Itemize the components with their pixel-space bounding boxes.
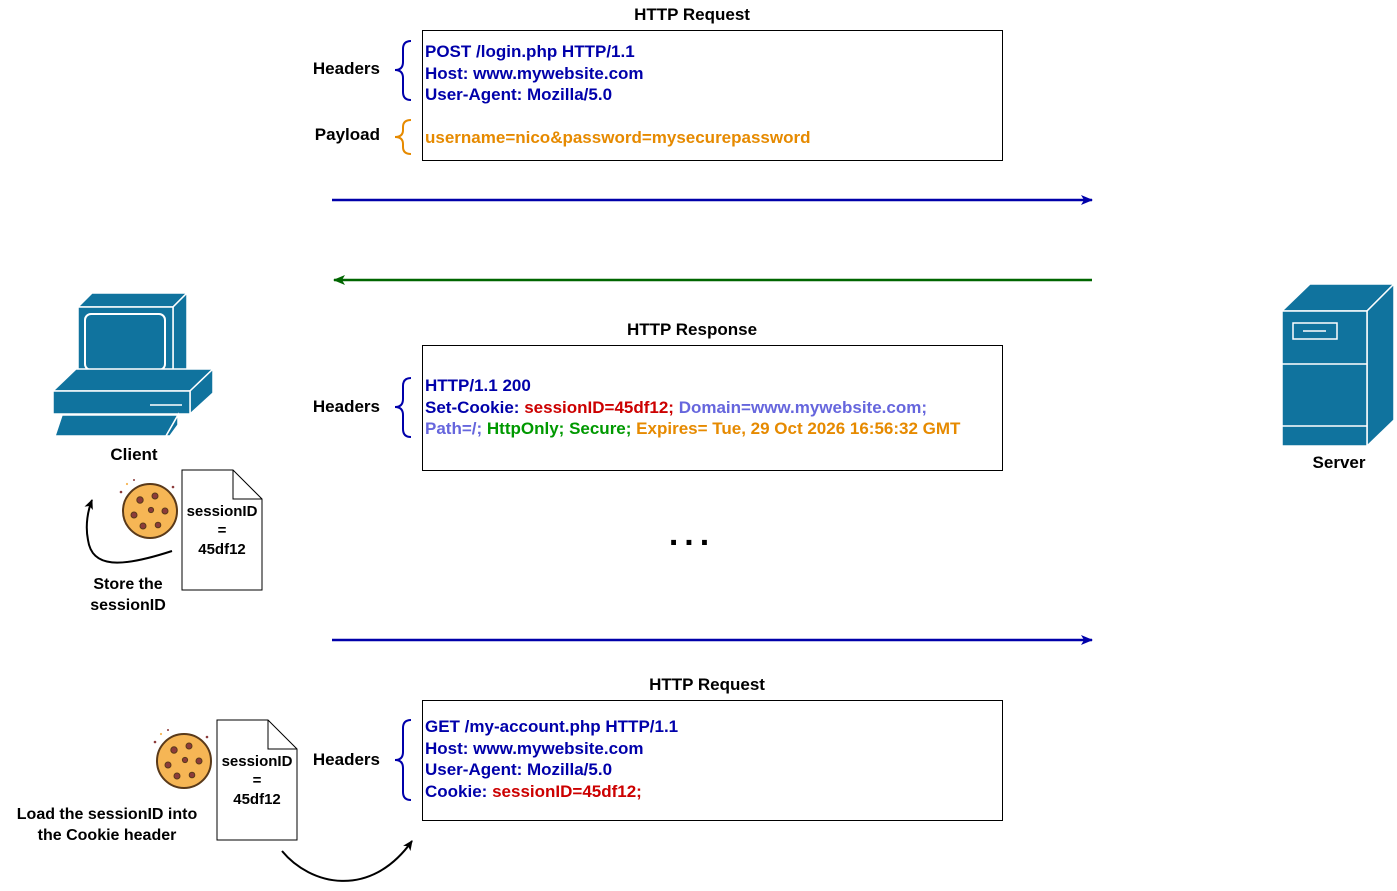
response-cookie-attrs-line: Path=/; HttpOnly; Secure; Expires= Tue, … bbox=[425, 418, 960, 440]
store-caption-line-2: sessionID bbox=[90, 597, 166, 614]
request1-line-method: POST /login.php HTTP/1.1 bbox=[425, 42, 635, 61]
request1-title: HTTP Request bbox=[634, 5, 750, 24]
set-cookie-session: sessionID=45df12; bbox=[524, 397, 674, 417]
ellipsis: ... bbox=[668, 515, 716, 553]
load-curve-arrow bbox=[281, 840, 413, 882]
cookie-key: Cookie: bbox=[425, 781, 488, 801]
set-cookie-path: Path=/; bbox=[425, 419, 483, 438]
cookie-icon-store bbox=[119, 479, 178, 539]
document-icon-load bbox=[216, 719, 298, 841]
store-doc-text: sessionID = 45df12 bbox=[182, 502, 262, 559]
store-doc-line-2: = bbox=[217, 522, 227, 539]
request2-cookie-line: Cookie: sessionID=45df12; bbox=[425, 781, 642, 803]
request2-line-host: Host: www.mywebsite.com bbox=[425, 738, 644, 758]
load-caption-line-1: Load the sessionID into bbox=[16, 806, 198, 823]
set-cookie-key: Set-Cookie: bbox=[425, 397, 520, 417]
load-doc-text: sessionID = 45df12 bbox=[217, 752, 297, 809]
document-icon-store bbox=[181, 469, 263, 591]
set-cookie-domain: Domain=www.mywebsite.com; bbox=[678, 397, 927, 417]
load-doc-line-3: 45df12 bbox=[233, 791, 281, 808]
request1-payload: username=nico&password=mysecurepassword bbox=[425, 128, 811, 147]
set-cookie-expires: Expires= Tue, 29 Oct 2026 16:56:32 GMT bbox=[636, 419, 961, 438]
request1-headers-label: Headers bbox=[312, 59, 380, 78]
request1-line-host: Host: www.mywebsite.com bbox=[425, 63, 644, 83]
client-computer-icon bbox=[51, 291, 215, 437]
brace-headers-request1 bbox=[394, 40, 412, 101]
request1-line-useragent: User-Agent: Mozilla/5.0 bbox=[425, 85, 613, 104]
response-status-line: HTTP/1.1 200 bbox=[425, 376, 531, 395]
load-doc-line-1: sessionID bbox=[221, 753, 293, 770]
server-label: Server bbox=[1312, 453, 1366, 472]
request1-payload-label: Payload bbox=[314, 125, 380, 144]
request2-line-method: GET /my-account.php HTTP/1.1 bbox=[425, 717, 679, 736]
cookie-value: sessionID=45df12; bbox=[492, 781, 642, 801]
set-cookie-httponly: HttpOnly; bbox=[486, 419, 565, 438]
store-doc-line-1: sessionID bbox=[186, 503, 258, 520]
load-caption-line-2: the Cookie header bbox=[37, 827, 177, 844]
brace-headers-request2 bbox=[394, 719, 412, 801]
client-label: Client bbox=[110, 445, 158, 464]
request2-box: GET /my-account.php HTTP/1.1 Host: www.m… bbox=[422, 700, 1003, 821]
response-title: HTTP Response bbox=[626, 320, 758, 339]
request2-title: HTTP Request bbox=[649, 675, 765, 694]
request2-line-useragent: User-Agent: Mozilla/5.0 bbox=[425, 760, 613, 779]
request2-headers-label: Headers bbox=[312, 750, 380, 769]
store-caption-line-1: Store the bbox=[93, 576, 163, 593]
store-doc-line-3: 45df12 bbox=[198, 541, 246, 558]
cookie-icon-load bbox=[153, 729, 212, 789]
brace-payload-request1 bbox=[394, 119, 412, 155]
response-headers-label: Headers bbox=[312, 397, 380, 416]
response-box: HTTP/1.1 200 Set-Cookie: sessionID=45df1… bbox=[422, 345, 1003, 471]
load-doc-line-2: = bbox=[252, 772, 262, 789]
brace-headers-response bbox=[394, 377, 412, 438]
request1-box: POST /login.php HTTP/1.1 Host: www.myweb… bbox=[422, 30, 1003, 161]
load-caption: Load the sessionID into the Cookie heade… bbox=[2, 804, 212, 846]
store-curve-arrow bbox=[84, 499, 173, 564]
store-caption: Store the sessionID bbox=[53, 574, 203, 616]
server-icon bbox=[1280, 282, 1396, 448]
response-set-cookie-line: Set-Cookie: sessionID=45df12; Domain=www… bbox=[425, 397, 927, 419]
set-cookie-secure: Secure; bbox=[569, 419, 632, 438]
